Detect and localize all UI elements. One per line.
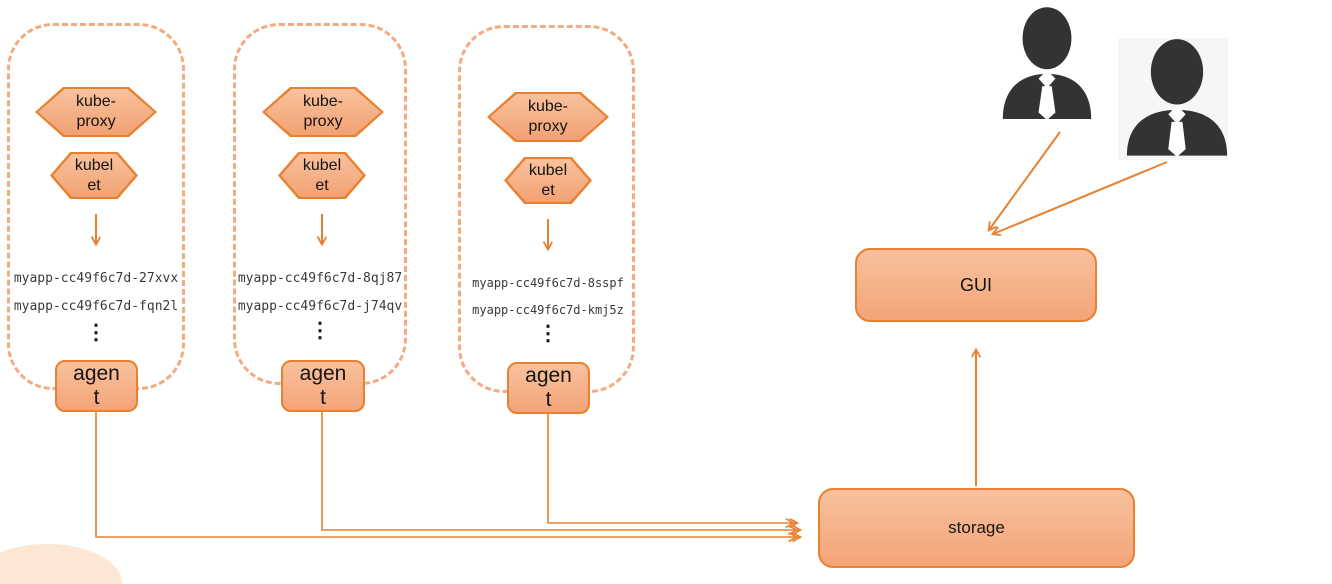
gui-box: GUI (855, 248, 1097, 322)
pod-list: myapp-cc49f6c7d-27xvx myapp-cc49f6c7d-fq… (10, 271, 182, 327)
agent-box: agent (507, 362, 590, 414)
agent-label: agent (525, 363, 572, 411)
user-icon (1000, 6, 1094, 124)
storage-label: storage (948, 518, 1005, 537)
agent-box: agent (55, 360, 138, 412)
more-pods-ellipsis: ⋮ (85, 321, 107, 344)
kubelet-label: kubelet (528, 161, 568, 199)
user-icon (1118, 38, 1228, 160)
pod-name: myapp-cc49f6c7d-j74qv (237, 299, 403, 314)
agent-box: agent (281, 360, 365, 412)
pod-name: myapp-cc49f6c7d-kmj5z (472, 303, 624, 317)
kubelet-label: kubelet (302, 156, 342, 194)
kube-proxy-label: kube-proxy (75, 93, 117, 130)
storage-box: storage (818, 488, 1135, 568)
pod-list: myapp-cc49f6c7d-8qj87 myapp-cc49f6c7d-j7… (236, 271, 404, 327)
kube-proxy-label: kube-proxy (302, 93, 344, 130)
kube-proxy-hexagon: kube-proxy (487, 92, 609, 142)
pod-name: myapp-cc49f6c7d-8sspf (472, 276, 624, 290)
gui-label: GUI (959, 274, 992, 295)
pod-list: myapp-cc49f6c7d-8sspf myapp-cc49f6c7d-km… (462, 276, 634, 330)
pod-name: myapp-cc49f6c7d-27xvx (13, 271, 179, 286)
kube-proxy-hexagon: kube-proxy (35, 87, 157, 137)
more-pods-ellipsis: ⋮ (537, 322, 559, 345)
corner-decoration (0, 544, 122, 584)
kubelet-hexagon: kubelet (50, 152, 138, 199)
pod-name: myapp-cc49f6c7d-fqn2l (13, 299, 179, 314)
kube-proxy-label: kube-proxy (527, 98, 569, 135)
kubelet-label: kubelet (74, 156, 114, 194)
more-pods-ellipsis: ⋮ (309, 319, 331, 342)
pod-name: myapp-cc49f6c7d-8qj87 (237, 271, 403, 286)
kubelet-hexagon: kubelet (278, 152, 366, 199)
agent-label: agent (299, 361, 347, 409)
agent-label: agent (73, 361, 120, 409)
kubelet-hexagon: kubelet (504, 157, 592, 204)
kube-proxy-hexagon: kube-proxy (262, 87, 384, 137)
